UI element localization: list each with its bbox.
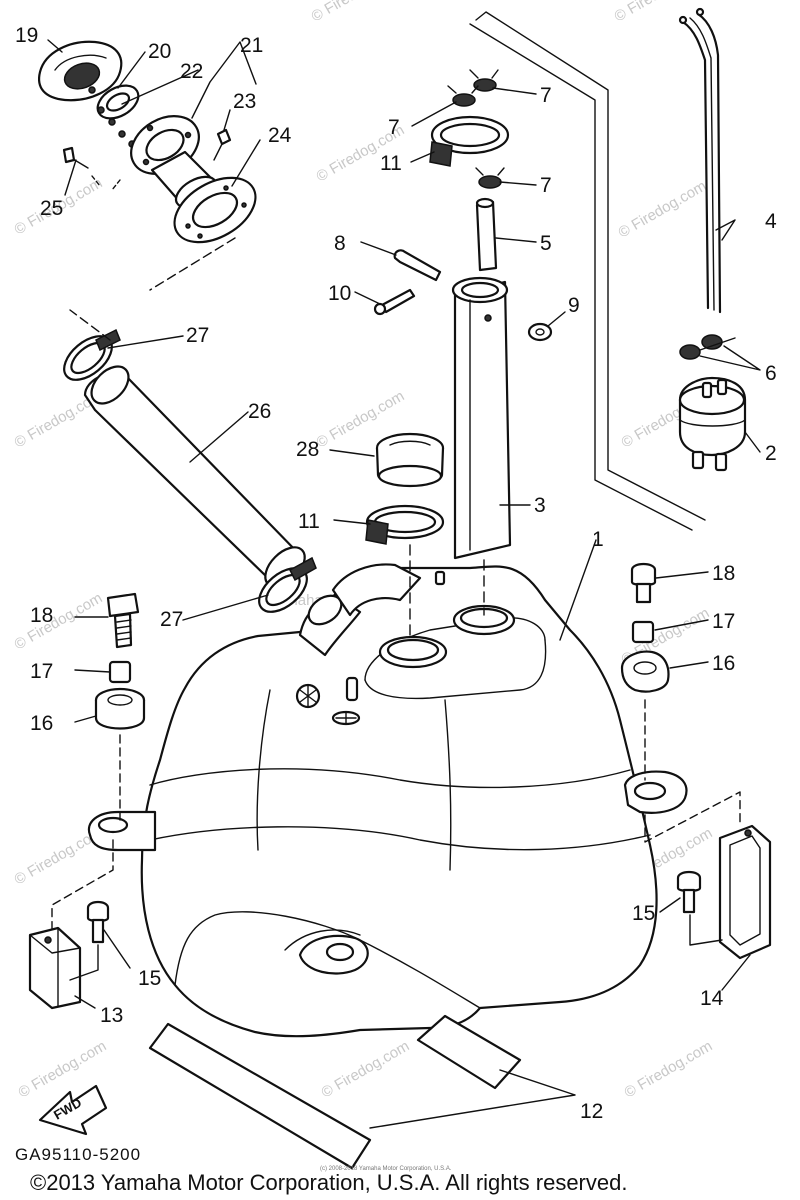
label-13: 13	[100, 1004, 123, 1027]
label-27-upper: 27	[186, 324, 209, 347]
left-mount-hardware	[28, 592, 146, 1010]
label-14: 14	[700, 987, 724, 1010]
label-16-right: 16	[712, 652, 735, 675]
label-15-right: 15	[632, 902, 655, 925]
label-11-upper: 11	[380, 152, 402, 175]
label-7-low: 7	[540, 174, 552, 197]
label-9: 9	[568, 294, 580, 317]
label-17-right: 17	[712, 610, 735, 633]
watermark-text: © Firedog.com	[612, 0, 706, 25]
label-2: 2	[765, 442, 777, 465]
label-23: 23	[233, 90, 256, 113]
label-25: 25	[40, 197, 63, 220]
label-17-left: 17	[30, 660, 53, 683]
label-27-lower: 27	[160, 608, 183, 631]
part-labels: 19 20 22 21 23 24 25 27 26 28 11 27 7 7 …	[15, 24, 777, 1123]
label-15-left: 15	[138, 967, 161, 990]
label-16-left: 16	[30, 712, 53, 735]
right-mount-hardware	[620, 562, 772, 960]
label-7-mid: 7	[388, 116, 400, 139]
label-6: 6	[765, 362, 777, 385]
label-28: 28	[296, 438, 319, 461]
fwd-arrow: FWD	[38, 1084, 108, 1136]
label-24: 24	[268, 124, 292, 147]
watermark-text: © Firedog.com	[309, 0, 403, 25]
small-print: (c) 2008-2018 Yamaha Motor Corporation, …	[320, 1166, 452, 1172]
label-21: 21	[240, 34, 263, 57]
filler-hose-assembly	[63, 237, 317, 613]
label-20: 20	[148, 40, 171, 63]
label-19: 19	[15, 24, 38, 47]
watermark-text: © Firedog.com	[616, 177, 710, 241]
label-18-left: 18	[30, 604, 53, 627]
label-7-top: 7	[540, 84, 552, 107]
label-8: 8	[334, 232, 346, 255]
filler-cap-assembly	[38, 40, 257, 244]
label-18-right: 18	[712, 562, 735, 585]
diagram-code: GA95110-5200	[15, 1145, 141, 1164]
label-5: 5	[540, 232, 552, 255]
tank-pad-strips	[148, 1014, 522, 1170]
leader-lines	[47, 39, 761, 1129]
fuel-tank	[87, 563, 688, 1038]
watermark-text: © Firedog.com	[319, 1037, 413, 1101]
neck-cap-and-clamp	[365, 432, 445, 641]
label-11-lower: 11	[298, 510, 320, 533]
label-22: 22	[180, 60, 203, 83]
label-3: 3	[534, 494, 546, 517]
label-26: 26	[248, 400, 271, 423]
watermark-text: © Firedog.com	[12, 589, 106, 653]
copyright-notice: ©2013 Yamaha Motor Corporation, U.S.A. A…	[30, 1170, 627, 1195]
watermark-text: © Firedog.com	[622, 1037, 716, 1101]
label-4: 4	[765, 210, 777, 233]
label-1: 1	[592, 528, 604, 551]
label-10: 10	[328, 282, 351, 305]
label-12: 12	[580, 1100, 603, 1123]
breather-tube-assembly	[373, 69, 553, 616]
fuel-lines-and-filter	[469, 7, 747, 531]
